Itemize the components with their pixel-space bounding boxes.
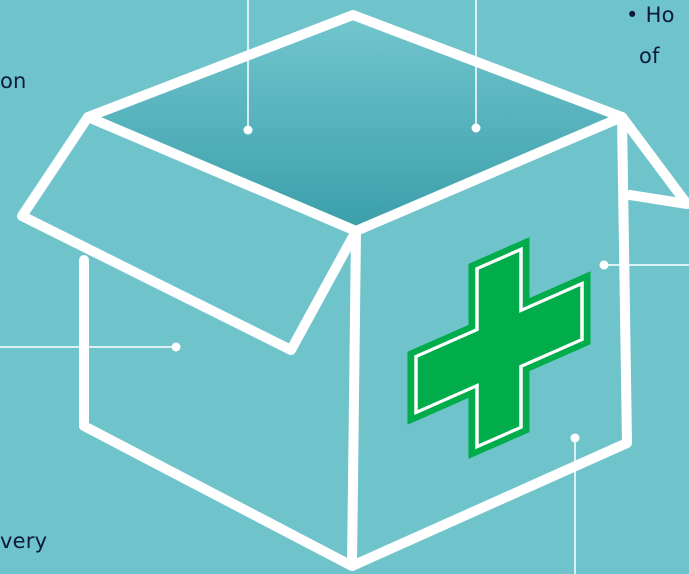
label-right-fragment-1: • Ho [626, 5, 675, 26]
leader-dot-bottom [571, 434, 580, 443]
leader-dot-top-left [244, 126, 253, 135]
label-left-fragment: on [0, 71, 27, 92]
label-right-fragment-1-text: Ho [646, 3, 675, 27]
leader-dot-right [600, 261, 609, 270]
leader-dot-left [172, 343, 181, 352]
bullet: • [626, 3, 639, 27]
label-bottom-left-fragment: very [0, 531, 47, 552]
box-right-flap [622, 117, 687, 204]
box-interior [88, 15, 622, 231]
label-right-fragment-2: of [639, 46, 660, 67]
medical-cross-icon [411, 215, 587, 480]
leader-dot-top-right [472, 124, 481, 133]
